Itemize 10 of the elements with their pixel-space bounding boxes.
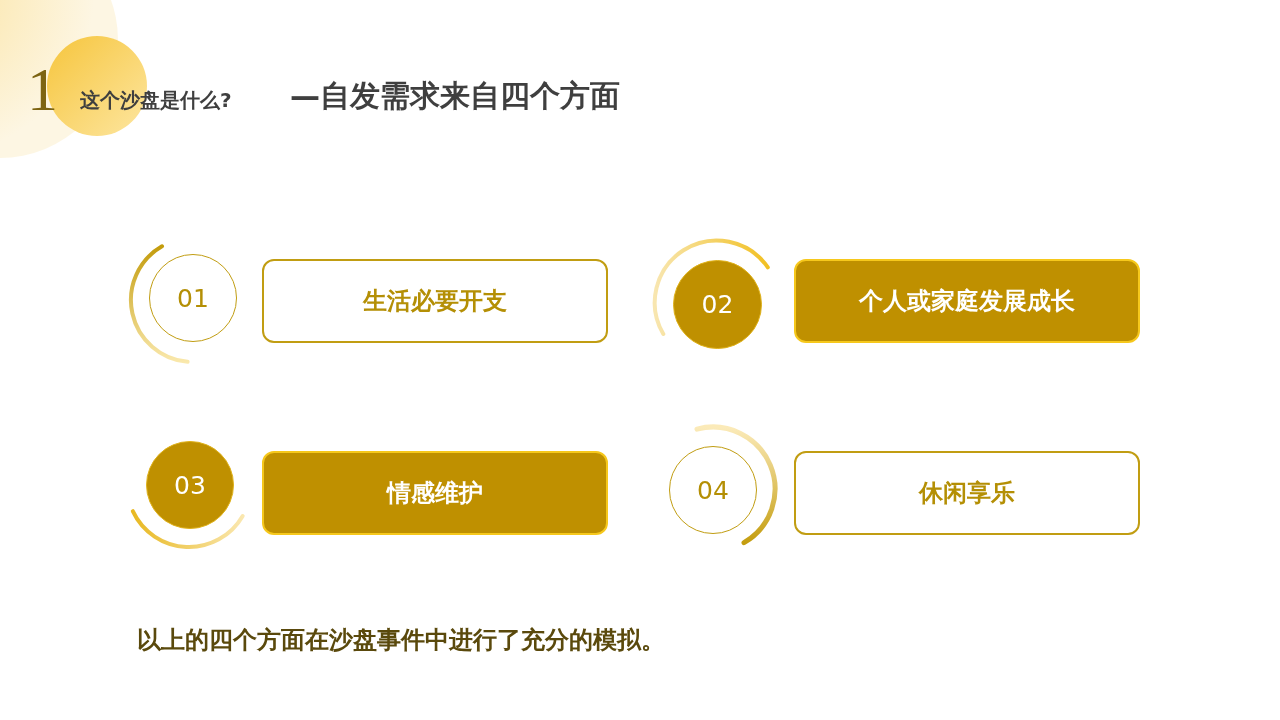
category-box: 情感维护 — [262, 451, 608, 535]
category-box: 休闲享乐 — [794, 451, 1140, 535]
summary-text: 以上的四个方面在沙盘事件中进行了充分的模拟。 — [137, 625, 665, 656]
category-box: 生活必要开支 — [262, 259, 608, 343]
number-circle: 04 — [669, 446, 757, 534]
number-circle: 01 — [149, 254, 237, 342]
number-circle: 03 — [146, 441, 234, 529]
category-box: 个人或家庭发展成长 — [794, 259, 1140, 343]
slide-subtitle: —自发需求来自四个方面 — [290, 78, 620, 114]
number-circle: 02 — [673, 260, 762, 349]
